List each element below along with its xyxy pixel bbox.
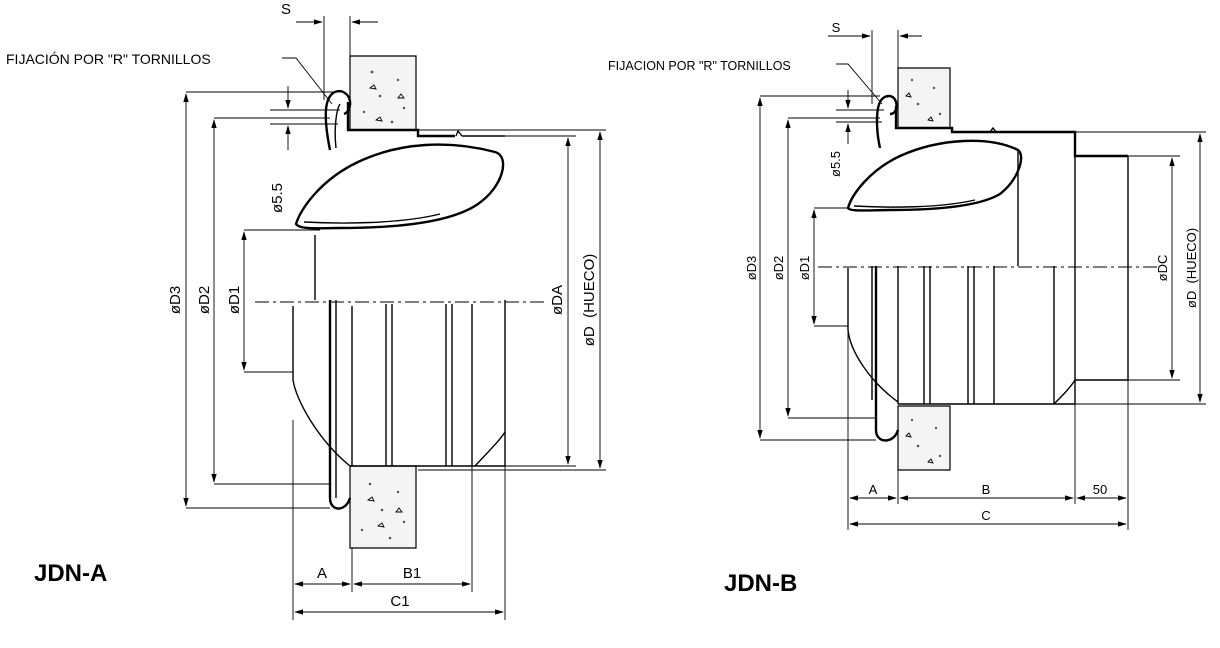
diagram-jdn-b: S FIJACION POR "R" TORNILLOS ø5.5 øD3 øD… [608,20,1206,530]
note-leader-a [282,57,333,105]
flange-hook-a [324,89,352,151]
label-a-b: A [869,482,878,497]
label-d2-a: øD2 [196,286,213,314]
label-dc-b: øDC [1155,255,1170,282]
note-leader-b [836,63,883,105]
label-d3-b: øD3 [744,256,759,281]
eyeball-nozzle-a [294,143,505,230]
flange-bottom-b [874,266,900,442]
model-label-jdn-b: JDN-B [724,570,798,597]
label-c-b: C [981,508,990,523]
label-s-a: S [281,1,291,18]
label-a-a: A [317,565,327,582]
label-d2-b: øD2 [771,256,786,281]
flange-hook-b [875,94,898,149]
nozzle-body-b [847,150,1129,405]
flange-bottom-a [328,300,352,510]
note-fixation-b: FIJACION POR "R" TORNILLOS [608,59,791,73]
label-50-b: 50 [1093,482,1107,497]
label-c1-a: C1 [390,593,409,610]
label-b-b: B [982,482,991,497]
label-s-b: S [832,20,841,35]
eyeball-nozzle-b [846,139,1023,212]
label-d55-b: ø5.5 [828,151,843,177]
label-d3-a: øD3 [167,286,184,314]
label-da-a: øDA [549,285,566,315]
note-fixation-a: FIJACIÓN POR "R" TORNILLOS [6,51,211,67]
model-label-jdn-a: JDN-A [34,560,108,587]
label-d1-a: øD1 [226,286,243,314]
label-d-hueco-b: øD (HUECO) [1184,228,1199,308]
label-d55-a: ø5.5 [269,183,286,213]
label-b1-a: B1 [403,565,421,582]
wall-upper-b [897,67,951,129]
wall-lower-b [897,405,951,471]
wall-lower-a [349,465,417,549]
nozzle-body-a [292,235,506,467]
label-d-hueco-a: øD (HUECO) [581,254,598,347]
label-d1-b: øD1 [797,256,812,281]
diagram-jdn-a: S FIJACIÓN POR "R" TORNILLOS ø5.5 øD3 øD… [6,1,606,620]
wall-upper-a [349,55,417,131]
